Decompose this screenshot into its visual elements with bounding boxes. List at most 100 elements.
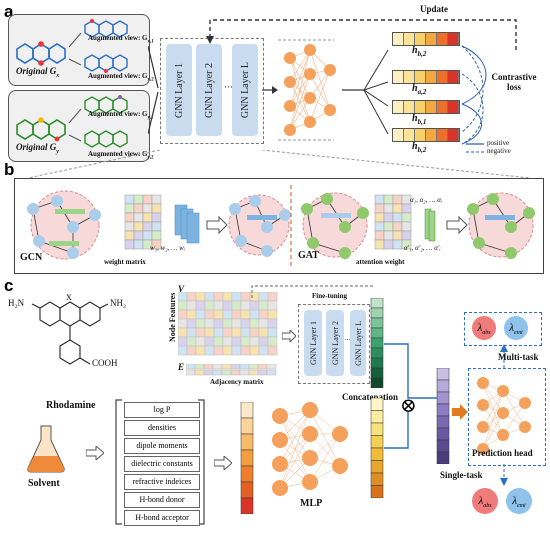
- embedding-cell: [393, 71, 404, 83]
- solvent-embedding-cell: [370, 460, 384, 474]
- adjacency-cell: [230, 369, 241, 376]
- embedding-cell: [448, 71, 459, 83]
- legend-positive: positive: [487, 139, 510, 147]
- embedding-cell: [370, 367, 384, 379]
- node-feature-cell: [186, 292, 197, 302]
- node-feature-cell: [222, 345, 233, 356]
- weight-cell: [124, 230, 135, 241]
- attention-cell: [401, 221, 412, 232]
- solvent-cell: [240, 497, 254, 514]
- node-feature-cell: [240, 318, 251, 329]
- node-feature-cell: [186, 327, 197, 338]
- weight-cell: [151, 194, 162, 205]
- weight-cell: [142, 221, 153, 232]
- embedding-label-sub: b,1: [417, 118, 427, 126]
- node-feature-cell: [204, 300, 215, 311]
- solvent-input-vector: [240, 402, 254, 514]
- node-feature-cell: [267, 318, 278, 329]
- solvent-label: Solvent: [28, 478, 60, 489]
- node-feature-matrix: [178, 292, 278, 356]
- attention-cell: [374, 239, 385, 250]
- concat-cell: [436, 368, 450, 381]
- aug-view-y2-label: Augmented view: Gy,2: [88, 150, 154, 161]
- weight-cell: [124, 239, 135, 250]
- embedding-label: ha,2: [412, 83, 426, 96]
- adjacency-cell: [194, 364, 205, 370]
- single-task-arrow: [500, 464, 508, 486]
- alpha-bottom-label: α′₁, α′₂, … α′ᵢ: [404, 244, 441, 252]
- embedding-cell: [404, 101, 415, 113]
- h2n-label: H₂N: [8, 298, 25, 308]
- solvent-cell: [240, 402, 254, 419]
- finetune-gnn-layer-1: GNN Layer 1: [304, 310, 322, 376]
- gnn-layer-1: GNN Layer 1: [166, 44, 192, 136]
- embedding-label-sub: a,2: [417, 88, 427, 96]
- node-feature-cell: [213, 292, 224, 302]
- attention-cell: [392, 203, 403, 214]
- panel-label-c: c: [4, 276, 14, 295]
- mlp-network: [272, 402, 348, 496]
- panel-b-box: [14, 178, 544, 274]
- weight-cell: [151, 230, 162, 241]
- solvent-embedding-cell: [370, 398, 384, 411]
- finetune-encoder-box: [298, 304, 370, 384]
- weight-cell: [133, 212, 144, 223]
- contrastive-loss-label: Contrastive loss: [491, 72, 537, 92]
- solvent-property: refractive indeices: [124, 474, 200, 490]
- v-label: V: [178, 284, 185, 294]
- embedding-cell: [437, 101, 448, 113]
- properties-bracket: [115, 399, 205, 525]
- weight-cell: [151, 203, 162, 214]
- adjacency-matrix-strip: [186, 364, 277, 376]
- solvent-cell: [240, 433, 254, 451]
- input-arrows: [148, 45, 159, 135]
- embedding-cell: [415, 71, 426, 83]
- attention-matrix-grid: [374, 194, 412, 250]
- node-feature-cell: [204, 318, 215, 329]
- solvent-property: H-bond donor: [124, 492, 200, 508]
- e-label: E: [178, 362, 185, 372]
- node-feature-cell: [178, 309, 188, 320]
- weight-cell: [142, 230, 153, 241]
- node-feature-cell: [204, 327, 215, 338]
- node-feature-cell: [231, 292, 242, 302]
- node-feature-cell: [231, 309, 242, 320]
- node-feature-cell: [258, 318, 269, 329]
- node-feature-cell: [258, 309, 269, 320]
- weight-cell: [124, 212, 135, 223]
- node-feature-cell: [240, 309, 251, 320]
- embedding-label-main: h: [412, 83, 418, 94]
- props-arrow: [214, 456, 232, 470]
- embedding-label-main: h: [412, 45, 418, 56]
- node-feature-cell: [195, 336, 206, 347]
- solvent-property: densities: [124, 420, 200, 436]
- solvent-property: dielectric constants: [124, 456, 200, 472]
- node-feature-cell: [240, 345, 251, 356]
- svg-text:X: X: [66, 293, 72, 302]
- embedding-bar: [392, 32, 460, 46]
- adjacency-cell: [266, 364, 277, 370]
- node-feature-cell: [249, 309, 260, 320]
- weight-cell: [124, 194, 135, 205]
- gnn-mechanisms: [27, 185, 535, 267]
- prediction-head-label: Prediction head: [472, 448, 533, 458]
- attention-cell: [374, 194, 385, 205]
- node-feature-cell: [222, 327, 233, 338]
- node-feature-cell: [267, 345, 278, 356]
- embedding-cell: [404, 33, 415, 45]
- molecule-y-graphics: [16, 95, 128, 148]
- solvent-property: log P: [124, 402, 200, 418]
- embedding-bar: [392, 128, 460, 142]
- node-feature-cell: [195, 327, 206, 338]
- attention-cell: [374, 221, 385, 232]
- gnn-layer-2: GNN Layer 2: [196, 44, 222, 136]
- weight-matrix-label: weight matrix: [104, 258, 146, 266]
- embedding-label-sub: b,2: [417, 146, 427, 154]
- lambda-emi-single: λemi: [506, 488, 532, 514]
- embedding-cell: [370, 298, 384, 309]
- lambda-abs-multi: λabs: [472, 316, 496, 340]
- node-feature-cell: [231, 318, 242, 329]
- multi-task-arrow: [500, 344, 508, 368]
- panel-label-b: b: [4, 160, 15, 179]
